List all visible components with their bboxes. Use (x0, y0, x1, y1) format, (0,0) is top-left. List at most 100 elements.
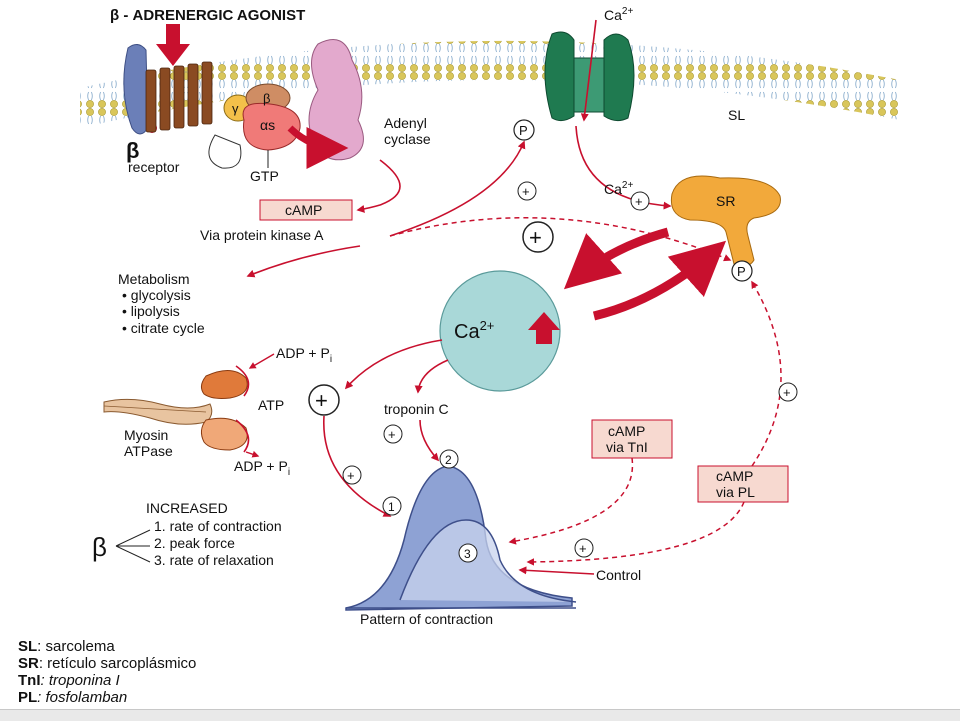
svg-text:+: + (783, 385, 791, 400)
marker-1: 1 (382, 496, 402, 516)
calcium-center (439, 270, 561, 392)
calcium-channel (544, 31, 635, 122)
ca-sr-label: Ca2+ (604, 180, 633, 197)
tni-to-curve-dashed (508, 457, 634, 545)
troponin-to-curve-arrow (419, 419, 440, 462)
adp-top-arrow (248, 353, 275, 369)
svg-text:+: + (388, 427, 396, 442)
plus-small-pl-sr: + (778, 382, 798, 402)
gprotein-to-cyclase-arrow (287, 125, 349, 169)
svg-text:P: P (519, 123, 528, 138)
atp-to-curve-arrow (323, 415, 392, 517)
g-protein (208, 83, 301, 169)
increased-item-2: 2. peak force (154, 535, 235, 551)
marker-3: 3 (458, 543, 478, 563)
pl-to-sr-dashed (751, 280, 782, 467)
myosin-hook-top (235, 365, 250, 397)
contraction-curves (345, 465, 577, 611)
control-label: Control (596, 567, 641, 583)
camp-tni-line1: cAMP (608, 423, 645, 439)
adp-pi-bottom: ADP + Pi (234, 458, 290, 478)
legend-row-sl: SL: sarcolema (18, 638, 115, 655)
alpha-s-label: αs (260, 117, 275, 133)
channel-to-sr-arrow (575, 125, 672, 210)
ca-center-label: Ca2+ (454, 318, 494, 343)
metabolism-label: Metabolism (118, 271, 190, 287)
pka-label: Via protein kinase A (200, 227, 324, 243)
sr-release-arrow (563, 227, 670, 290)
plus-small-troponin: + (383, 424, 403, 444)
metabolism-glycolysis: • glycolysis (122, 287, 191, 303)
svg-text:P: P (737, 264, 746, 279)
plus-small-atp: + (342, 465, 362, 485)
svg-text:+: + (529, 225, 542, 250)
svg-text:3: 3 (464, 547, 471, 561)
legend-row-sr: SR: retículo sarcoplásmico (18, 655, 197, 672)
metabolism-citrate: • citrate cycle (122, 320, 205, 336)
camp-pl-line1: cAMP (716, 468, 753, 484)
bottom-bar (0, 709, 960, 721)
plus-large-center: + (522, 221, 554, 253)
adenyl-label: Adenyl (384, 115, 427, 131)
sr-uptake-arrow (592, 240, 727, 321)
svg-text:2: 2 (445, 453, 452, 467)
marker-2: 2 (439, 449, 459, 469)
ca-influx-arrow (580, 19, 597, 122)
pka-to-sr-dashed (389, 217, 732, 262)
gamma-label: γ (232, 101, 239, 116)
agonist-arrow (156, 24, 190, 66)
legend-row-tni: TnI: troponina I (18, 672, 120, 689)
sarcolemma-membrane (80, 40, 900, 128)
svg-text:+: + (579, 541, 587, 556)
plus-large-atp: + (308, 384, 340, 416)
ca-to-troponin-arrow (414, 359, 449, 394)
myosin-hook-bottom (235, 419, 250, 453)
agonist-label: β - ADRENERGIC AGONIST (110, 7, 305, 24)
phosphate-circle-sr: P (731, 260, 753, 282)
adp-pi-top: ADP + Pi (276, 345, 332, 365)
sarcoplasmic-reticulum (670, 175, 781, 267)
atpase-label: ATPase (124, 443, 173, 459)
increased-item-3: 3. rate of relaxation (154, 552, 274, 568)
cyclase-to-camp-arrow (356, 159, 401, 213)
ca-top-label: Ca2+ (604, 6, 633, 23)
sr-label: SR (716, 193, 735, 209)
myosin-label: Myosin (124, 427, 168, 443)
plus-small-ca-sr: + (630, 191, 650, 211)
troponin-label: troponin C (384, 401, 449, 417)
receptor-label: receptor (128, 159, 180, 175)
control-arrow (518, 566, 595, 575)
svg-text:+: + (347, 468, 355, 483)
pattern-label: Pattern of contraction (360, 611, 493, 627)
increased-item-1: 1. rate of contraction (154, 518, 282, 534)
camp-tni-box (591, 419, 673, 459)
beta-symbol: β (126, 138, 139, 163)
plus-small-1: + (517, 181, 537, 201)
camp-pl-line2: via PL (716, 484, 755, 500)
camp-label: cAMP (285, 202, 322, 218)
beta-big-symbol: β (92, 532, 107, 562)
increased-label: INCREASED (146, 500, 228, 516)
camp-pl-box (697, 465, 789, 503)
adp-bottom-arrow (245, 450, 260, 458)
pl-to-curve-dashed (526, 501, 745, 566)
beta-subunit-label: β (263, 91, 270, 106)
svg-text:+: + (522, 184, 530, 199)
gtp-label: GTP (250, 168, 279, 184)
pka-to-channel-arrow (389, 140, 526, 237)
svg-text:+: + (315, 388, 328, 413)
pka-to-metabolism-arrow (246, 245, 361, 278)
metabolism-lipolysis: • lipolysis (122, 303, 180, 319)
camp-tni-line2: via TnI (606, 439, 648, 455)
svg-text:+: + (635, 194, 643, 209)
ca-to-atp-arrow (344, 339, 443, 390)
sl-label: SL (728, 107, 745, 123)
legend-row-pl: PL: fosfolamban (18, 689, 128, 706)
abbreviation-legend: SL: sarcolema SR: retículo sarcoplásmico… (18, 638, 196, 706)
cyclase-label: cyclase (384, 131, 431, 147)
beta-branches (115, 529, 151, 563)
svg-text:1: 1 (388, 500, 395, 514)
atp-label: ATP (258, 397, 284, 413)
plus-small-pl-curve: + (574, 538, 594, 558)
